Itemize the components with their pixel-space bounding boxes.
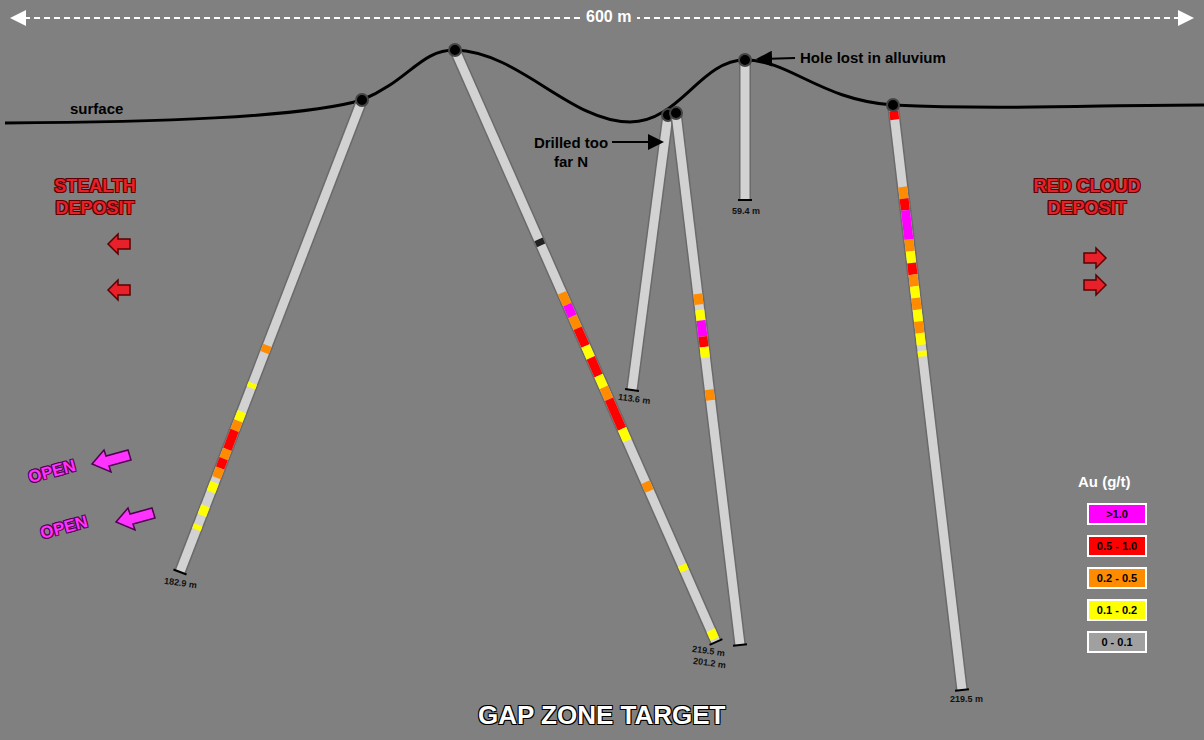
hole-end xyxy=(733,644,747,646)
open-label: OPEN xyxy=(38,512,90,544)
assay-interval xyxy=(578,328,586,346)
assay-interval xyxy=(586,346,591,358)
assay-interval xyxy=(572,316,577,328)
hole-outline xyxy=(893,105,962,690)
assay-interval xyxy=(604,387,609,399)
assay-interval xyxy=(235,421,239,430)
assay-interval xyxy=(711,630,715,639)
assay-interval xyxy=(920,333,921,345)
diagram-title: GAP ZONE TARGET xyxy=(478,700,726,731)
assay-interval xyxy=(227,430,234,449)
legend-heading: Au (g/t) xyxy=(1078,473,1130,490)
legend-text: 0 - 0.1 xyxy=(1101,636,1132,648)
assay-interval xyxy=(539,239,542,245)
assay-interval xyxy=(910,251,911,263)
drill-hole xyxy=(180,100,362,572)
direction-arrows xyxy=(108,234,1106,300)
hole-collar xyxy=(449,44,461,56)
assay-interval xyxy=(609,399,622,429)
assay-interval xyxy=(704,347,705,358)
leader-arrow xyxy=(760,58,795,59)
deposit-label: RED CLOUD DEPOSIT xyxy=(1012,175,1162,219)
hole-end xyxy=(625,389,639,391)
hole-outline xyxy=(180,100,362,572)
legend-swatch: >1.0 xyxy=(1087,503,1147,525)
leader-arrow xyxy=(612,141,660,143)
assay-interval xyxy=(919,321,920,333)
assay-interval xyxy=(196,525,198,530)
assay-interval xyxy=(917,351,927,357)
drill-hole xyxy=(741,60,750,200)
assay-interval xyxy=(622,429,627,441)
deposit-label: STEALTH DEPOSIT xyxy=(40,175,150,219)
hole-collar xyxy=(670,107,682,119)
assay-interval xyxy=(912,263,913,275)
assay-interval xyxy=(913,275,914,287)
assay-interval xyxy=(265,345,268,352)
assay-interval xyxy=(905,210,908,239)
assay-interval xyxy=(700,310,701,321)
assay-interval xyxy=(904,199,905,211)
drill-hole xyxy=(676,113,740,645)
hole-collar xyxy=(739,54,751,66)
drill-holes xyxy=(173,44,968,691)
assay-interval xyxy=(701,320,703,336)
assay-interval xyxy=(894,111,895,120)
hole-end xyxy=(955,689,969,691)
callout-text: Drilled too far N xyxy=(533,133,609,171)
assay-interval xyxy=(224,449,228,458)
hole-outline xyxy=(676,113,740,645)
open-label: OPEN xyxy=(26,456,78,488)
assay-interval xyxy=(238,412,242,421)
open-arrows xyxy=(92,450,155,530)
assay-interval xyxy=(903,187,904,199)
assay-interval xyxy=(220,459,224,468)
assay-interval xyxy=(917,310,918,322)
drill-hole xyxy=(893,105,962,690)
assay-interval xyxy=(909,240,910,252)
assay-interval xyxy=(216,468,220,477)
depth-label: 113.6 m xyxy=(617,392,651,406)
assay-interval xyxy=(682,565,685,571)
surface-line xyxy=(5,50,1204,123)
assay-interval xyxy=(591,358,599,376)
assay-interval xyxy=(211,482,215,491)
hole-end xyxy=(710,639,723,645)
hole-outline xyxy=(632,115,668,390)
callout-text: Hole lost in alluvium xyxy=(800,49,946,66)
depth-label: 182.9 m xyxy=(163,576,197,590)
legend-swatch: 0.1 - 0.2 xyxy=(1087,599,1147,621)
hole-outline xyxy=(739,60,751,200)
legend-swatch: 0.5 - 1.0 xyxy=(1087,535,1147,557)
assay-interval xyxy=(698,294,699,305)
depth-label: 59.4 m xyxy=(732,206,760,216)
drill-hole xyxy=(632,115,668,390)
hole-end xyxy=(173,569,186,574)
hole-end xyxy=(738,199,752,201)
hole-collar xyxy=(356,94,368,106)
assay-interval xyxy=(202,506,206,515)
assay-interval xyxy=(562,293,567,305)
assay-interval xyxy=(251,383,253,388)
surface-label: surface xyxy=(70,100,123,117)
legend-text: >1.0 xyxy=(1106,508,1128,520)
depth-label: 219.5 m xyxy=(950,694,983,704)
assay-interval xyxy=(914,286,915,298)
assay-interval xyxy=(599,376,604,388)
legend-swatch: 0.2 - 0.5 xyxy=(1087,567,1147,589)
scale-label: 600 m xyxy=(580,8,637,26)
legend-text: 0.5 - 1.0 xyxy=(1097,540,1137,552)
legend-text: 0.2 - 0.5 xyxy=(1097,572,1137,584)
assay-interval xyxy=(703,336,704,347)
legend-swatch: 0 - 0.1 xyxy=(1087,631,1147,653)
legend-text: 0.1 - 0.2 xyxy=(1097,604,1137,616)
hole-collar xyxy=(887,99,899,111)
assay-interval xyxy=(709,390,710,401)
assay-interval xyxy=(567,305,572,317)
assay-interval xyxy=(646,482,650,491)
assay-interval xyxy=(916,298,917,310)
